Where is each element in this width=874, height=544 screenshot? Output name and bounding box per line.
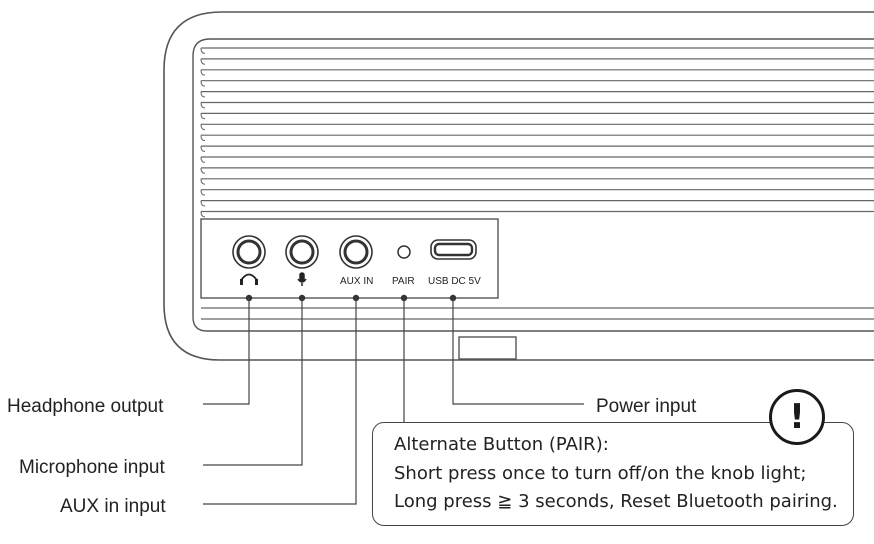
microphone-icon	[297, 272, 307, 286]
grille-slot-end	[200, 178, 206, 185]
grille-slot-end	[200, 156, 206, 163]
aux-jack	[339, 235, 373, 269]
grille-slot-end	[200, 102, 206, 109]
callout-headphone-output: Headphone output	[7, 396, 164, 417]
callout-aux-in-input: AUX in input	[60, 496, 166, 517]
port-label-pair: PAIR	[392, 276, 415, 287]
grille-slot-end	[200, 58, 206, 65]
pair-button-note: Alternate Button (PAIR): Short press onc…	[372, 422, 854, 526]
leader-line-power	[452, 298, 584, 405]
microphone-jack	[285, 235, 319, 269]
note-line-short-press: Short press once to turn off/on the knob…	[394, 463, 807, 484]
note-line-title: Alternate Button (PAIR):	[394, 434, 609, 455]
grille-slot-end	[200, 189, 206, 196]
speaker-grille	[200, 47, 874, 218]
speaker-inner-frame	[192, 38, 874, 332]
grille-slot-end	[200, 135, 206, 142]
leader-line-microphone	[203, 298, 303, 466]
port-label-usb: USB DC 5V	[428, 276, 481, 287]
grille-slot-end	[200, 80, 206, 87]
callout-microphone-input: Microphone input	[19, 457, 165, 478]
grille-slot-end	[200, 167, 206, 174]
exclamation-icon: !	[769, 389, 825, 445]
grille-slot-end	[200, 211, 206, 218]
headphone-icon	[240, 273, 258, 285]
port-label-aux: AUX IN	[340, 276, 374, 287]
grille-slot-end	[200, 124, 206, 131]
leader-line-headphone	[203, 298, 250, 405]
leader-line-aux	[203, 298, 357, 505]
grille-slot-end	[200, 47, 206, 54]
speaker-foot	[458, 336, 517, 360]
callout-power-input: Power input	[596, 396, 697, 417]
headphone-jack	[232, 235, 266, 269]
grille-slot-end	[200, 91, 206, 98]
grille-slot-end	[200, 146, 206, 152]
grille-slot-end	[200, 113, 206, 120]
grille-slot-end	[200, 69, 206, 76]
pair-button	[397, 245, 411, 259]
speaker-body-outline	[163, 11, 874, 361]
note-line-long-press: Long press ≧ 3 seconds, Reset Bluetooth …	[394, 491, 838, 512]
usb-port	[430, 239, 477, 260]
grille-slot-end	[200, 200, 206, 207]
